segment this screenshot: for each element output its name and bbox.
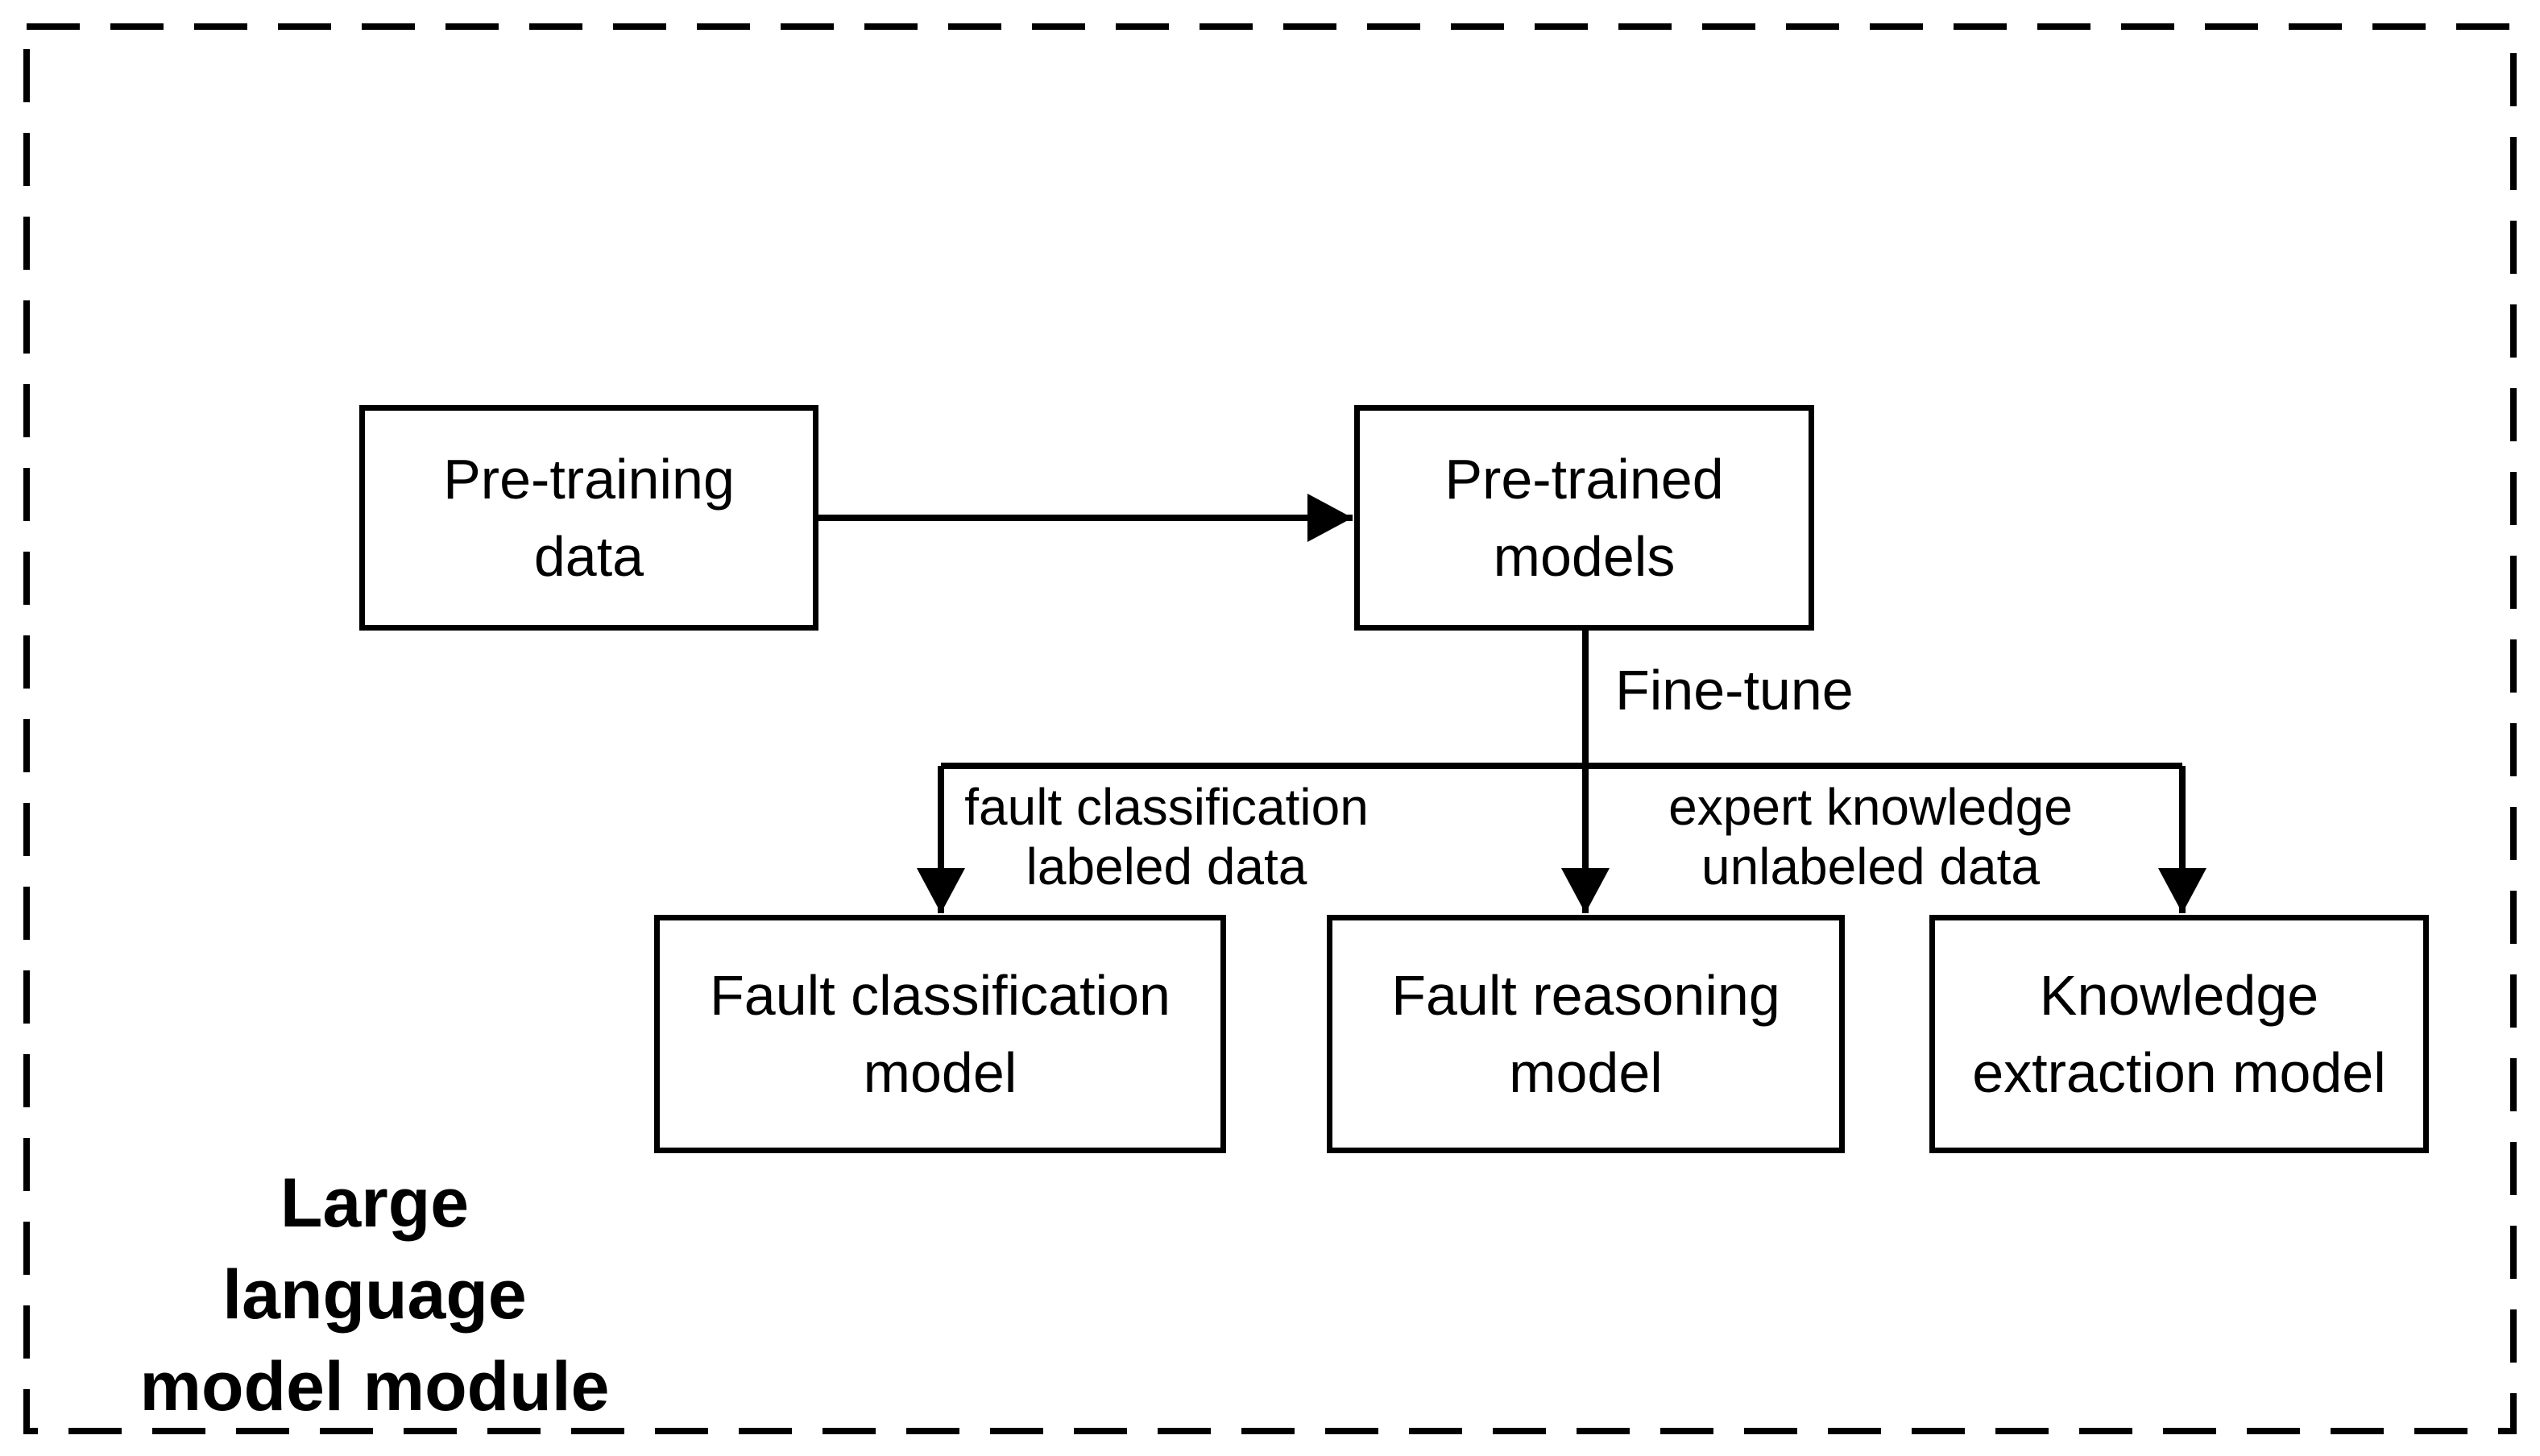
node-pretraining-data: Pre-training data [359, 405, 818, 631]
node-pretrained-models: Pre-trained models [1354, 405, 1814, 631]
node-fault-classification-model: Fault classification model [654, 915, 1226, 1153]
edge-label-fault-classification-data: fault classification labeled data [964, 778, 1369, 896]
module-title: Large language model module [139, 1164, 610, 1425]
module-dashed-border [23, 23, 2517, 1434]
edge-label-expert-knowledge-data: expert knowledge unlabeled data [1668, 778, 2073, 896]
node-knowledge-extraction-model: Knowledge extraction model [1929, 915, 2429, 1153]
edge-label-fine-tune: Fine-tune [1615, 659, 1854, 722]
node-fault-reasoning-model: Fault reasoning model [1327, 915, 1845, 1153]
